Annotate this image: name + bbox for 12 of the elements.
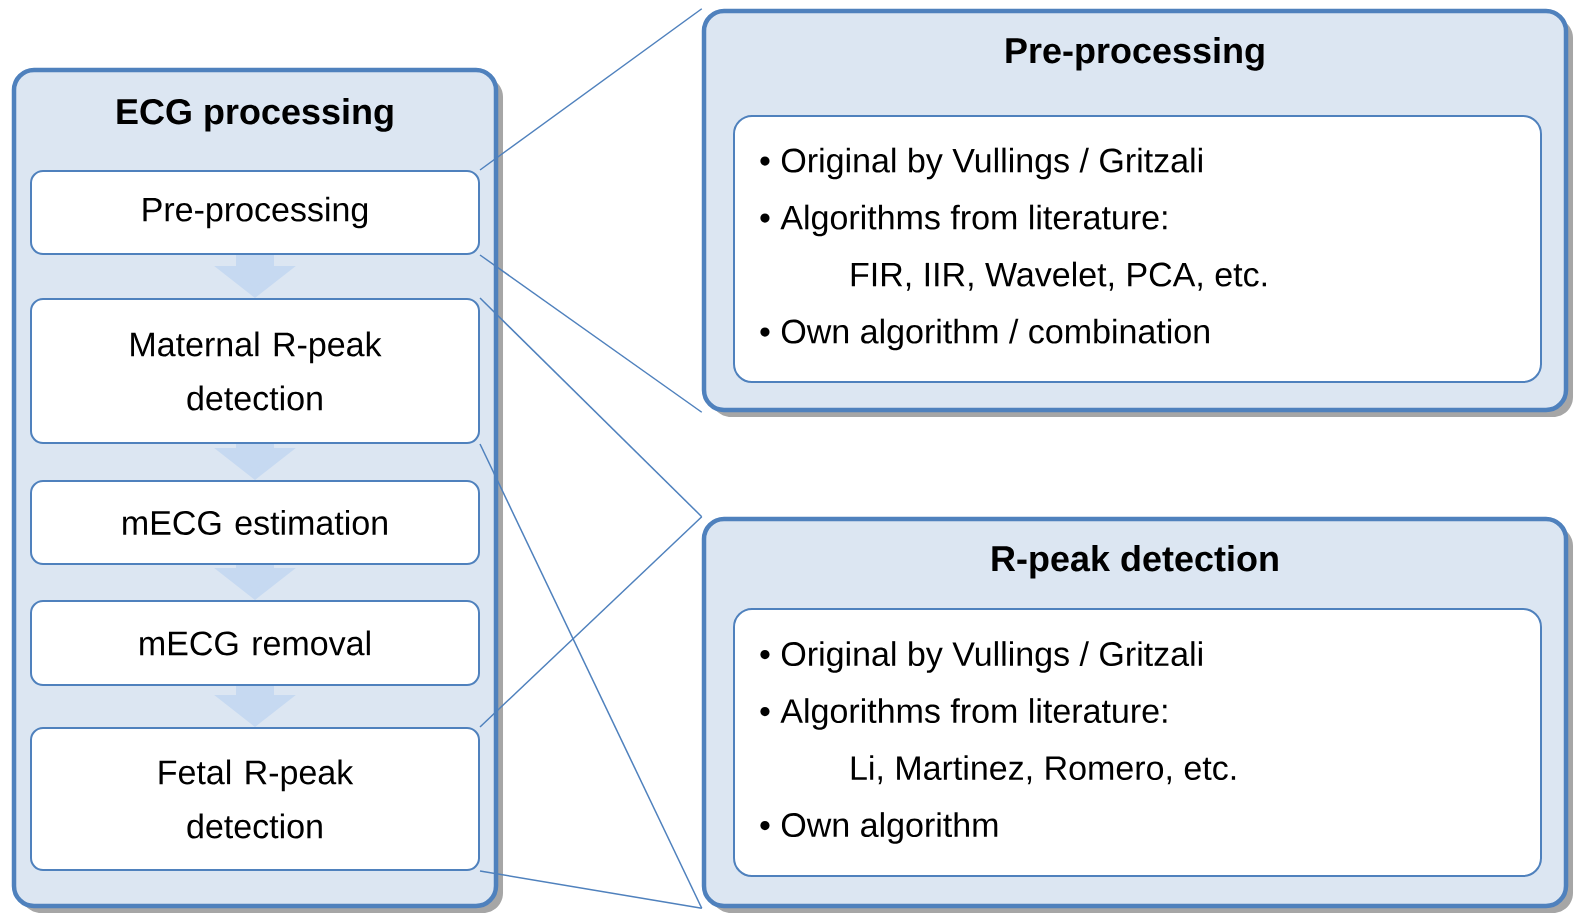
zoom-line	[479, 516, 703, 728]
bullet-list-box: • Original by Vullings / Gritzali • Algorithms from literature: Li, Martinez, Romero, etc. • Own algorithm	[733, 608, 1542, 877]
zoom-line	[479, 254, 703, 413]
process-box: Maternal R-peak detection	[30, 298, 480, 444]
process-box: Pre-processing	[30, 170, 480, 255]
process-box: mECG estimation	[30, 480, 480, 565]
bullet-list-box: • Original by Vullings / Gritzali • Algorithms from literature: FIR, IIR, Wavelet, PCA, etc. • Own algorithm / combination	[733, 115, 1542, 383]
zoom-line	[479, 443, 703, 909]
zoom-line	[479, 870, 703, 909]
process-box: mECG removal	[30, 600, 480, 686]
zoom-line	[479, 8, 703, 171]
process-box: Fetal R-peak detection	[30, 727, 480, 871]
